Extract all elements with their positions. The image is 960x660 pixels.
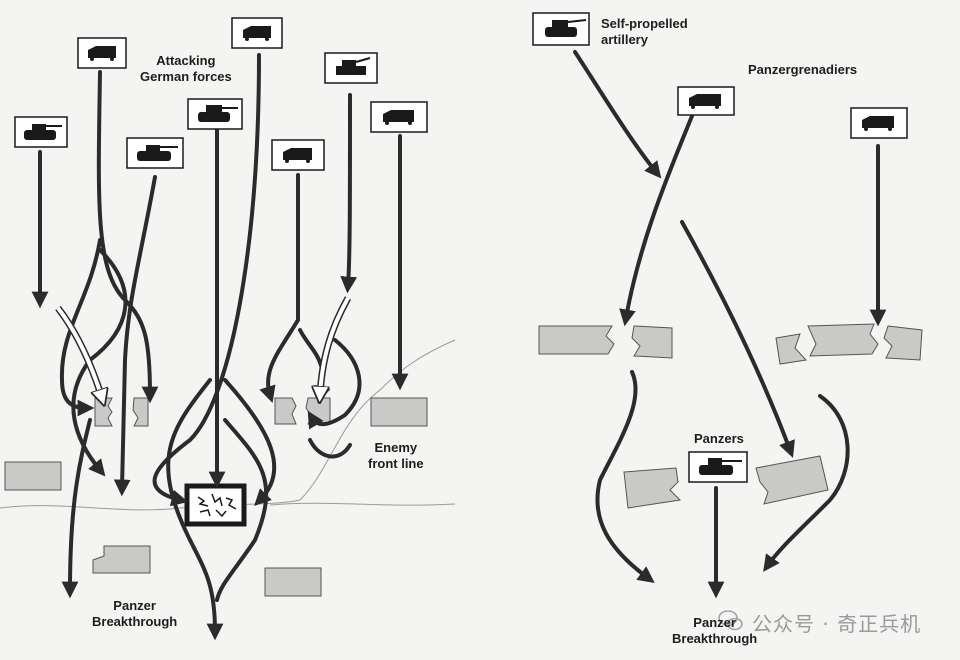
- halftrack-badge: [677, 86, 735, 116]
- halftrack-badge: [231, 17, 283, 49]
- tank-icon: [24, 124, 62, 140]
- right-panel: [532, 12, 923, 599]
- watermark-text: 公众号 · 奇正兵机: [752, 612, 922, 636]
- enemy-position: [132, 397, 149, 427]
- halftrack-badge: [271, 139, 325, 171]
- enemy-position: [370, 397, 428, 427]
- enemy-position: [623, 467, 682, 509]
- halftrack-icon: [283, 148, 312, 163]
- left-panel: [0, 17, 456, 641]
- halftrack-icon: [862, 116, 894, 131]
- attacking-forces-label: Attacking German forces: [140, 53, 232, 84]
- enemy-position: [538, 325, 615, 355]
- halftrack-badge: [370, 101, 428, 133]
- panzergrenadiers-label: Panzergrenadiers: [748, 62, 858, 77]
- wechat-icon: [718, 610, 743, 631]
- enemy-position: [775, 333, 808, 365]
- enemy-position: [264, 567, 322, 597]
- enemy-position: [755, 455, 829, 505]
- self-propelled-artillery-label: Self-propelled artillery: [601, 16, 688, 47]
- panzer-breakthrough-left-label: Panzer Breakthrough: [92, 598, 178, 629]
- halftrack-icon: [243, 26, 271, 41]
- panzers-label: Panzers: [694, 431, 744, 446]
- enemy-position: [4, 461, 62, 491]
- enemy-position: [883, 325, 923, 361]
- ground-line: [269, 502, 456, 506]
- halftrack-badge: [77, 37, 127, 69]
- tank-icon: [137, 145, 178, 161]
- enemy-position: [631, 325, 673, 359]
- self-propelled-gun-icon: [336, 57, 371, 75]
- panzer-breakthrough-right-label: Panzer Breakthrough: [672, 615, 758, 646]
- halftrack-badge: [850, 107, 908, 139]
- tank-badge: [187, 98, 243, 130]
- tank-icon: [699, 458, 742, 475]
- enemy-front-line-label: Enemy front line: [368, 440, 424, 471]
- attack-arrows: [573, 50, 887, 599]
- tank-badge: [688, 451, 748, 483]
- tank-badge: [14, 116, 68, 148]
- self-propelled-gun-badge: [324, 52, 378, 84]
- enemy-position: [274, 397, 297, 425]
- enemy-position: [92, 545, 151, 574]
- infiltration-arrows: [55, 296, 352, 398]
- halftrack-icon: [88, 46, 116, 61]
- tank-badge: [126, 137, 184, 169]
- halftrack-icon: [689, 94, 721, 109]
- enemy-position: [305, 397, 331, 425]
- halftrack-icon: [383, 110, 414, 125]
- enemy-front-line-path: [0, 339, 456, 511]
- enemy-position: [807, 323, 879, 357]
- tank-icon: [198, 105, 238, 122]
- attack-arrows: [31, 53, 409, 641]
- self-propelled-gun-icon: [545, 19, 587, 37]
- self-propelled-gun-badge: [532, 12, 590, 46]
- bunker-icon: [184, 483, 247, 527]
- enemy-position: [94, 397, 113, 427]
